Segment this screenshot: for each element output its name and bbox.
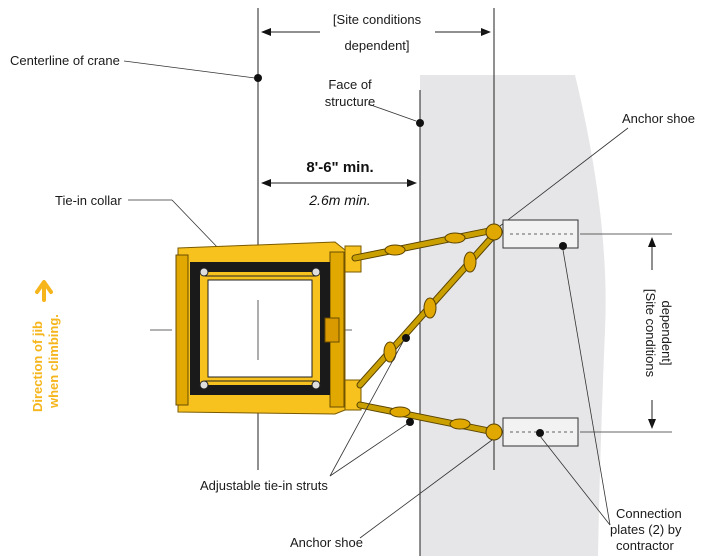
- tie-in-collar-label: Tie-in collar: [55, 193, 122, 208]
- centerline-label: Centerline of crane: [10, 53, 120, 68]
- anchor-shoe-bottom-label: Anchor shoe: [290, 535, 363, 550]
- adjustable-tie-in-struts: [351, 223, 503, 441]
- centerline-marker: [254, 74, 262, 82]
- dimension-imperial: 8'-6" min.: [306, 159, 373, 176]
- jib-label-line1: Direction of jib: [30, 321, 45, 412]
- site-conditions-right-line2: dependent]: [659, 300, 674, 365]
- dimension-metric: 2.6m min.: [308, 192, 370, 208]
- site-conditions-top-line2: dependent]: [344, 38, 409, 53]
- connection-plates-label-line2: plates (2) by: [610, 522, 682, 537]
- face-marker: [416, 119, 424, 127]
- face-of-structure-label-line1: Face of: [328, 77, 372, 92]
- jib-arrow-icon: [35, 280, 53, 302]
- site-conditions-top-line1: [Site conditions: [333, 12, 422, 27]
- adjustable-struts-label: Adjustable tie-in struts: [200, 478, 328, 493]
- face-of-structure-label-line2: structure: [325, 94, 376, 109]
- connection-plates-label-line1: Connection: [616, 506, 682, 521]
- jib-label-line2: when climbing.: [46, 314, 61, 409]
- direction-of-jib: Direction of jib when climbing.: [30, 280, 61, 412]
- tie-in-collar: [175, 241, 362, 415]
- anchor-shoe-top-label: Anchor shoe: [622, 111, 695, 126]
- site-conditions-right-line1: [Site conditions: [643, 289, 658, 378]
- connection-plates-label-line3: contractor: [616, 538, 674, 553]
- connection-plate-top: [502, 219, 579, 249]
